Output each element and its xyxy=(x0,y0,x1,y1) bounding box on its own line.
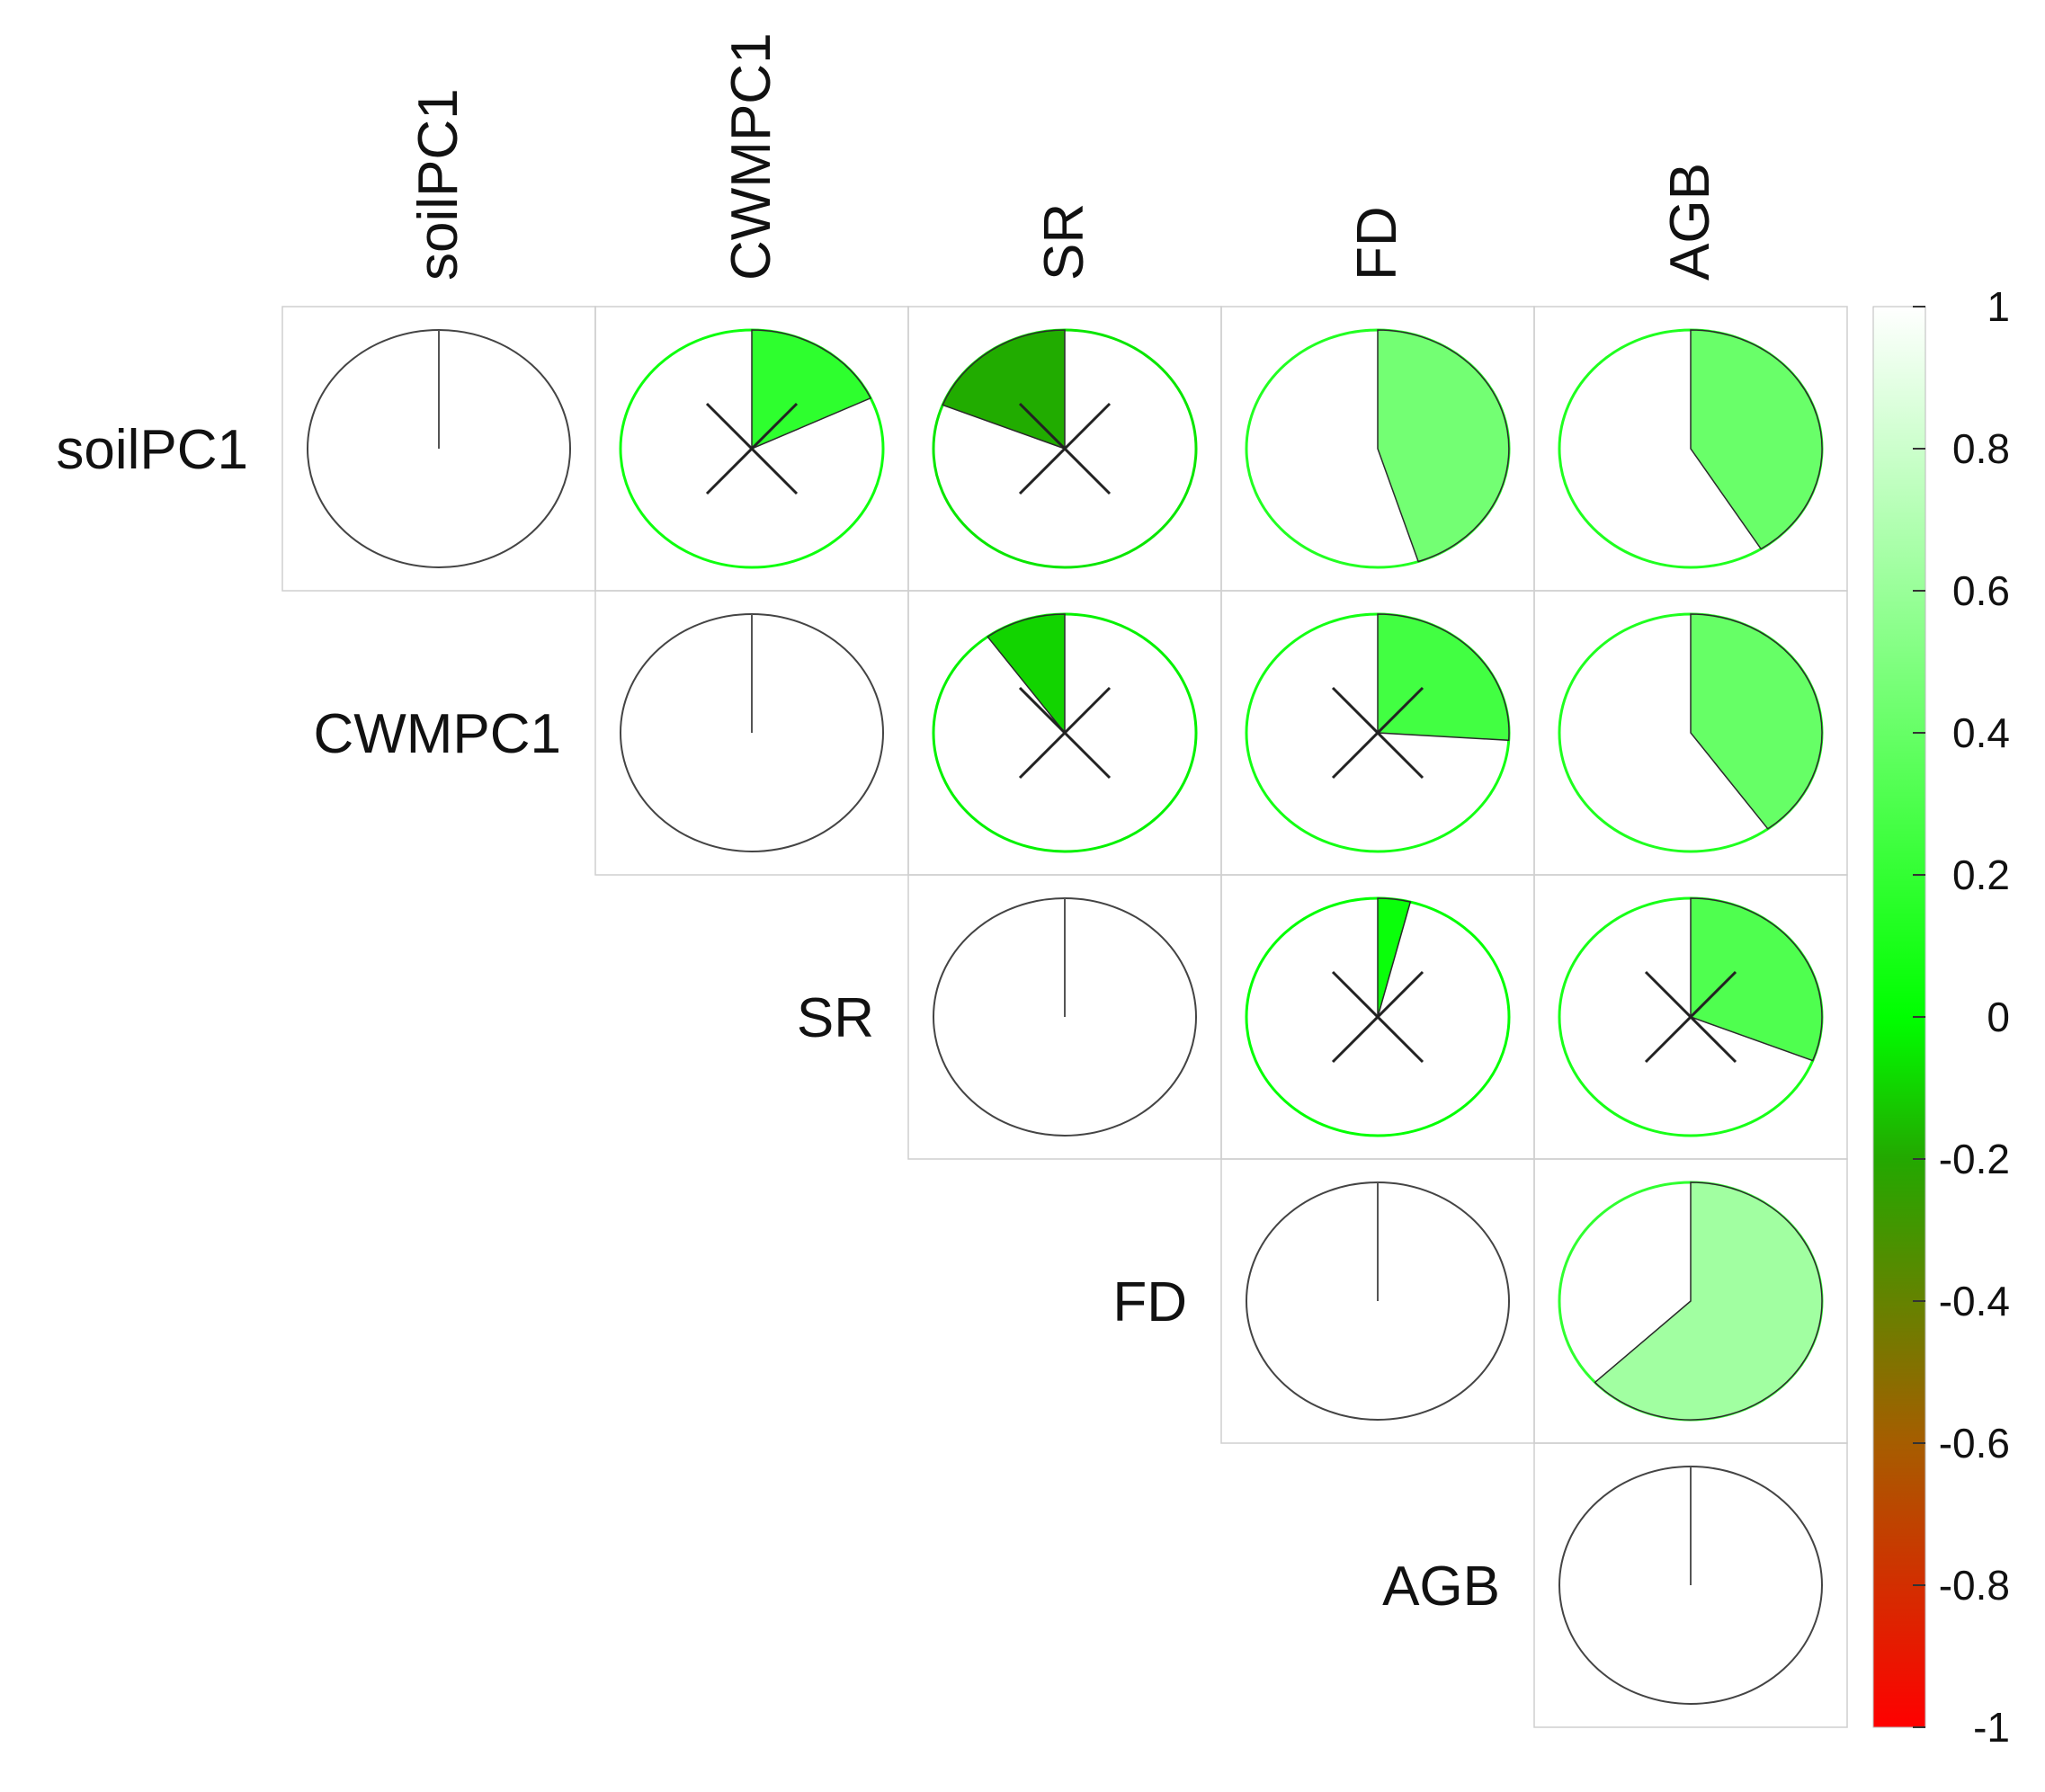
pie-soilpc1-sr xyxy=(932,328,1198,569)
pie-slice xyxy=(1377,613,1510,742)
column-label-cwmpc1: CWMPC1 xyxy=(720,32,782,281)
colorbar-tick-label: -0.4 xyxy=(1939,1278,2010,1324)
column-label-soilpc1: soilPC1 xyxy=(407,88,469,281)
grid-cell xyxy=(1533,1442,1848,1728)
colorbar-tick-label: 1 xyxy=(1987,283,2010,330)
pie-slice xyxy=(1377,897,1412,1018)
pie-slice xyxy=(987,613,1066,736)
pie-sr-agb xyxy=(1558,896,1824,1137)
grid-layer xyxy=(281,306,1848,1728)
pie-cwmpc1-cwmpc1 xyxy=(620,613,884,852)
pie-slice xyxy=(1690,329,1823,550)
pie-layer xyxy=(307,328,1824,1705)
row-label-agb: AGB xyxy=(1382,1556,1500,1618)
pie-soilpc1-soilpc1 xyxy=(307,329,571,568)
pie-agb-agb xyxy=(1558,1466,1823,1705)
colorbar-tick-label: 0 xyxy=(1987,994,2010,1040)
column-label-fd: FD xyxy=(1346,206,1408,281)
row-label-sr: SR xyxy=(797,987,874,1049)
colorbar-tick-label: -0.8 xyxy=(1939,1562,2010,1609)
nonsignificant-cross-line xyxy=(1331,970,1424,1064)
pie-fd-agb xyxy=(1558,1181,1824,1422)
pie-slice xyxy=(1594,1181,1823,1421)
pie-cwmpc1-sr xyxy=(932,612,1198,853)
pie-slice xyxy=(1690,613,1823,830)
pie-slice xyxy=(1690,897,1823,1062)
row-label-soilpc1: soilPC1 xyxy=(56,419,248,481)
pie-soilpc1-fd xyxy=(1245,328,1511,569)
nonsignificant-cross-line xyxy=(1331,686,1424,780)
colorbar: 1 0.8 0.6 0.4 0.2 0 -0.2 -0.4 -0.6 -0.8 -1 xyxy=(1872,283,2010,1751)
pie-fd-fd xyxy=(1246,1181,1510,1421)
pie-soilpc1-agb xyxy=(1558,328,1824,569)
pie-slice xyxy=(1377,329,1510,563)
colorbar-tick-label: -0.2 xyxy=(1939,1136,2010,1182)
row-label-fd: FD xyxy=(1112,1271,1187,1333)
pie-sr-fd xyxy=(1245,896,1511,1137)
pie-cwmpc1-agb xyxy=(1558,612,1824,853)
colorbar-tick-label: -1 xyxy=(1973,1704,2010,1751)
nonsignificant-cross-line xyxy=(1644,970,1737,1064)
colorbar-tick-label: -0.6 xyxy=(1939,1420,2010,1467)
pie-cwmpc1-fd xyxy=(1245,612,1511,853)
colorbar-tick-label: 0.6 xyxy=(1952,567,2010,614)
row-label-cwmpc1: CWMPC1 xyxy=(313,703,561,765)
pie-soilpc1-cwmpc1 xyxy=(619,328,885,569)
nonsignificant-cross-line xyxy=(1018,686,1112,780)
column-label-agb: AGB xyxy=(1659,163,1721,281)
nonsignificant-cross-line xyxy=(705,402,799,495)
column-label-sr: SR xyxy=(1033,203,1095,281)
pie-sr-sr xyxy=(933,897,1197,1137)
nonsignificant-cross-line xyxy=(1018,402,1112,495)
colorbar-tick-label: 0.8 xyxy=(1952,425,2010,472)
colorbar-tick-label: 0.2 xyxy=(1952,851,2010,898)
colorbar-tick-label: 0.4 xyxy=(1952,709,2010,756)
